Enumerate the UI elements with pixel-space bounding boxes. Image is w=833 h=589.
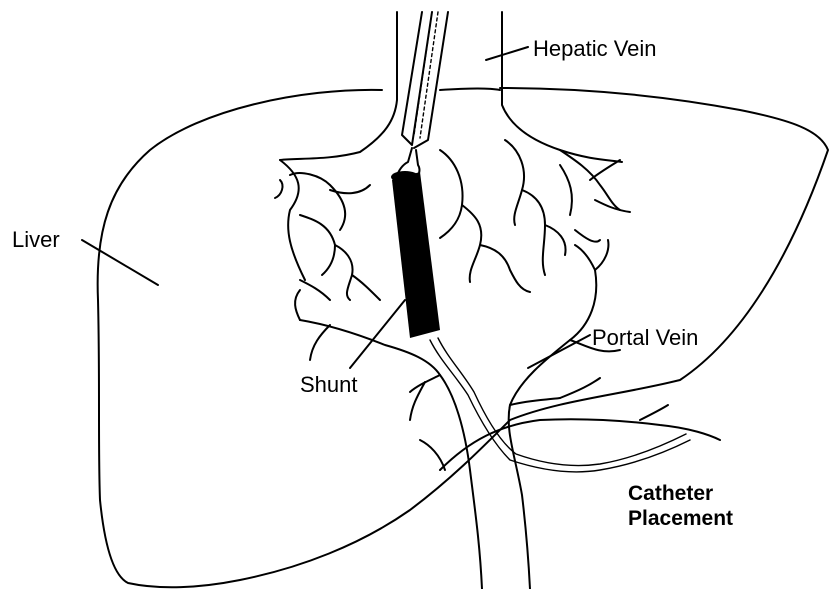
portal-catheter <box>430 338 720 472</box>
hepatic-branches <box>275 140 630 300</box>
portal-vein-label: Portal Vein <box>592 325 698 350</box>
hepatic-vein-leader <box>486 47 528 60</box>
hepatic-vein-right-wall <box>502 12 622 162</box>
catheter-label: Catheter <box>628 482 713 505</box>
shunt-label: Shunt <box>300 372 358 397</box>
shunt-leader <box>350 300 405 368</box>
hepatic-vein-label: Hepatic Vein <box>533 36 657 61</box>
hepatic-vein-left-wall <box>280 12 397 160</box>
liver-outline-top <box>440 89 500 91</box>
liver-leader <box>82 240 158 285</box>
shunt-stent <box>391 171 440 338</box>
catheter-sheath <box>396 12 448 178</box>
placement-label: Placement <box>628 507 733 530</box>
portal-vein-branches <box>295 240 620 589</box>
liver-label: Liver <box>12 227 60 252</box>
portal-vein-leader <box>528 335 590 368</box>
